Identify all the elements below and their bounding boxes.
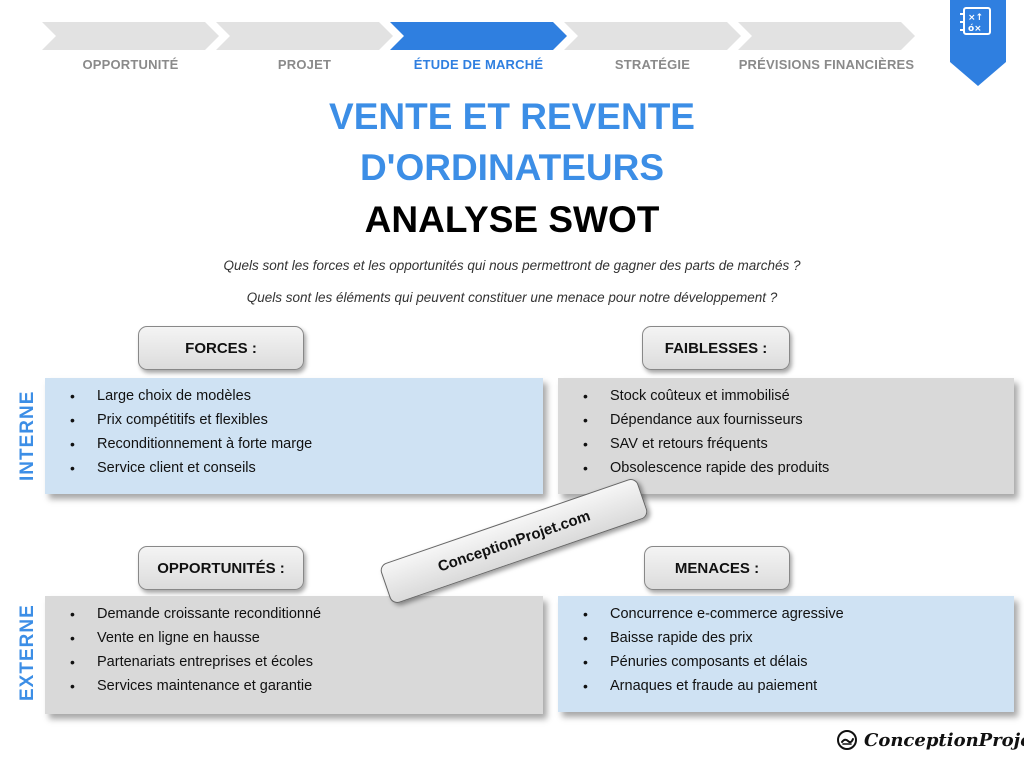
hand-drawn-logo-icon bbox=[837, 730, 857, 750]
step-arrow-active bbox=[390, 22, 567, 50]
list-item: Pénuries composants et délais bbox=[580, 650, 1014, 674]
svg-text:×↑: ×↑ bbox=[968, 13, 983, 23]
menaces-box: Concurrence e-commerce agressive Baisse … bbox=[558, 596, 1014, 712]
list-item: Vente en ligne en hausse bbox=[67, 626, 543, 650]
faiblesses-header: FAIBLESSES : bbox=[642, 326, 790, 370]
step-arrow bbox=[564, 22, 741, 50]
list-item: Concurrence e-commerce agressive bbox=[580, 602, 1014, 626]
strategy-bookmark[interactable]: ×↑ ó× bbox=[950, 0, 1006, 86]
step-projet[interactable]: PROJET bbox=[216, 22, 393, 82]
question-2: Quels sont les éléments qui peuvent cons… bbox=[246, 290, 778, 305]
step-arrow bbox=[42, 22, 219, 50]
list-item: Services maintenance et garantie bbox=[67, 674, 543, 698]
step-previsions-financieres[interactable]: PRÉVISIONS FINANCIÈRES bbox=[738, 22, 915, 82]
side-label-interne: INTERNE bbox=[17, 390, 38, 481]
step-strategie[interactable]: STRATÉGIE bbox=[564, 22, 741, 82]
step-label: PROJET bbox=[277, 57, 332, 72]
title-line-1: VENTE ET REVENTE bbox=[329, 96, 695, 137]
list-item: Partenariats entreprises et écoles bbox=[67, 650, 543, 674]
svg-text:ó×: ó× bbox=[968, 23, 982, 34]
step-label: STRATÉGIE bbox=[614, 57, 691, 72]
step-label: OPPORTUNITÉ bbox=[82, 57, 179, 72]
list-item: Service client et conseils bbox=[67, 456, 543, 480]
step-arrow bbox=[216, 22, 393, 50]
faiblesses-list: Stock coûteux et immobilisé Dépendance a… bbox=[580, 384, 1014, 480]
list-item: Demande croissante reconditionné bbox=[67, 602, 543, 626]
step-label: ÉTUDE DE MARCHÉ bbox=[413, 57, 544, 72]
list-item: Baisse rapide des prix bbox=[580, 626, 1014, 650]
list-item: Arnaques et fraude au paiement bbox=[580, 674, 1014, 698]
menaces-header: MENACES : bbox=[644, 546, 790, 590]
step-arrow bbox=[738, 22, 915, 50]
list-item: Reconditionnement à forte marge bbox=[67, 432, 543, 456]
list-item: Prix compétitifs et flexibles bbox=[67, 408, 543, 432]
faiblesses-box: Stock coûteux et immobilisé Dépendance a… bbox=[558, 378, 1014, 494]
brand-logo-text: ConceptionProjet bbox=[864, 729, 1024, 751]
strategy-board-icon: ×↑ ó× bbox=[950, 0, 1006, 86]
watermark-badge: ConceptionProjet.com bbox=[378, 476, 650, 606]
forces-box: Large choix de modèles Prix compétitifs … bbox=[45, 378, 543, 494]
list-item: Large choix de modèles bbox=[67, 384, 543, 408]
list-item: Stock coûteux et immobilisé bbox=[580, 384, 1014, 408]
opportunites-header: OPPORTUNITÉS : bbox=[138, 546, 304, 590]
title-analyse-swot: ANALYSE SWOT bbox=[364, 199, 660, 240]
question-1: Quels sont les forces et les opportunité… bbox=[223, 258, 801, 273]
opportunites-box: Demande croissante reconditionné Vente e… bbox=[45, 596, 543, 714]
opportunites-list: Demande croissante reconditionné Vente e… bbox=[67, 602, 543, 698]
menaces-list: Concurrence e-commerce agressive Baisse … bbox=[580, 602, 1014, 698]
forces-header: FORCES : bbox=[138, 326, 304, 370]
step-label: PRÉVISIONS FINANCIÈRES bbox=[738, 57, 915, 72]
forces-list: Large choix de modèles Prix compétitifs … bbox=[67, 384, 543, 480]
brand-logo[interactable]: ConceptionProjet bbox=[836, 726, 1024, 754]
title-line-2: D'ORDINATEURS bbox=[359, 147, 665, 188]
side-label-externe: EXTERNE bbox=[17, 604, 38, 701]
progress-steps: OPPORTUNITÉ PROJET ÉTUDE DE MARCHÉ STRAT… bbox=[42, 22, 947, 82]
list-item: Obsolescence rapide des produits bbox=[580, 456, 1014, 480]
list-item: SAV et retours fréquents bbox=[580, 432, 1014, 456]
step-etude-de-marche[interactable]: ÉTUDE DE MARCHÉ bbox=[390, 22, 567, 82]
step-opportunite[interactable]: OPPORTUNITÉ bbox=[42, 22, 219, 82]
list-item: Dépendance aux fournisseurs bbox=[580, 408, 1014, 432]
